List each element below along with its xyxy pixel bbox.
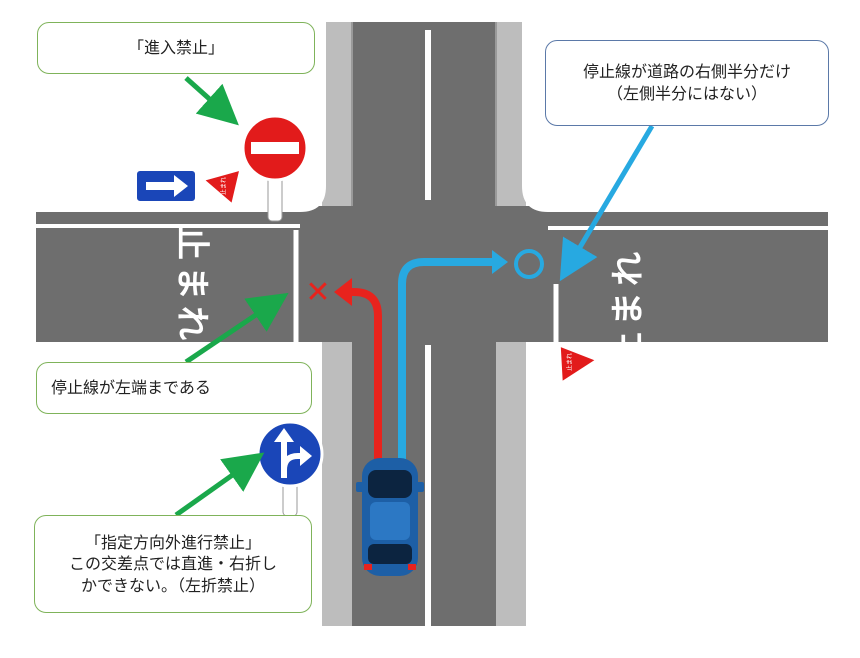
horizontal-road <box>36 230 828 342</box>
road-text-right-stop: 止まれ <box>609 246 649 366</box>
red-turn-path <box>346 288 382 470</box>
designated-direction-sign <box>256 420 324 517</box>
callout-stop-line-left-text: 停止線が左端まである <box>51 378 211 398</box>
blue-turn-arrowhead <box>492 250 508 274</box>
callout-designated-direction-line2: この交差点では直進・右折し <box>68 554 277 574</box>
car <box>356 458 424 576</box>
green-arrow-no-entry <box>184 76 239 126</box>
stop-sign-triangle-right: 止まれ <box>559 344 598 384</box>
svg-text:止まれ: 止まれ <box>566 353 574 371</box>
no-entry-sign <box>241 114 309 222</box>
road-text-left-stop: 止まれ <box>172 226 212 346</box>
callout-no-entry: 「進入禁止」 <box>37 22 315 74</box>
green-arrow-designated-direction <box>174 452 265 518</box>
callout-designated-direction: 「指定方向外進行禁止」 この交差点では直進・右折し かできない。（左折禁止） <box>34 515 312 613</box>
callout-stop-line-left: 停止線が左端まである <box>36 362 312 414</box>
callout-designated-direction-line1: 「指定方向外進行禁止」 <box>84 532 261 552</box>
one-way-sign <box>135 169 197 203</box>
green-arrow-stop-line-left <box>184 292 289 365</box>
blue-turn-path <box>398 258 496 470</box>
correct-mark <box>514 249 544 279</box>
callout-stop-line-right: 停止線が道路の右側半分だけ （左側半分にはない） <box>545 40 829 126</box>
callout-stop-line-right-line1: 停止線が道路の右側半分だけ <box>582 62 791 82</box>
blue-arrow-stop-line-right <box>559 124 655 282</box>
svg-text:止まれ: 止まれ <box>220 177 228 195</box>
stop-sign-triangle-left: 止まれ <box>202 168 242 206</box>
callout-no-entry-text: 「進入禁止」 <box>127 38 224 58</box>
wrong-mark: ✕ <box>305 275 330 310</box>
callout-stop-line-right-line2: （左側半分にはない） <box>606 84 767 103</box>
callout-designated-direction-line3: かできない。（左折禁止） <box>80 575 265 595</box>
red-turn-arrowhead <box>334 278 352 306</box>
